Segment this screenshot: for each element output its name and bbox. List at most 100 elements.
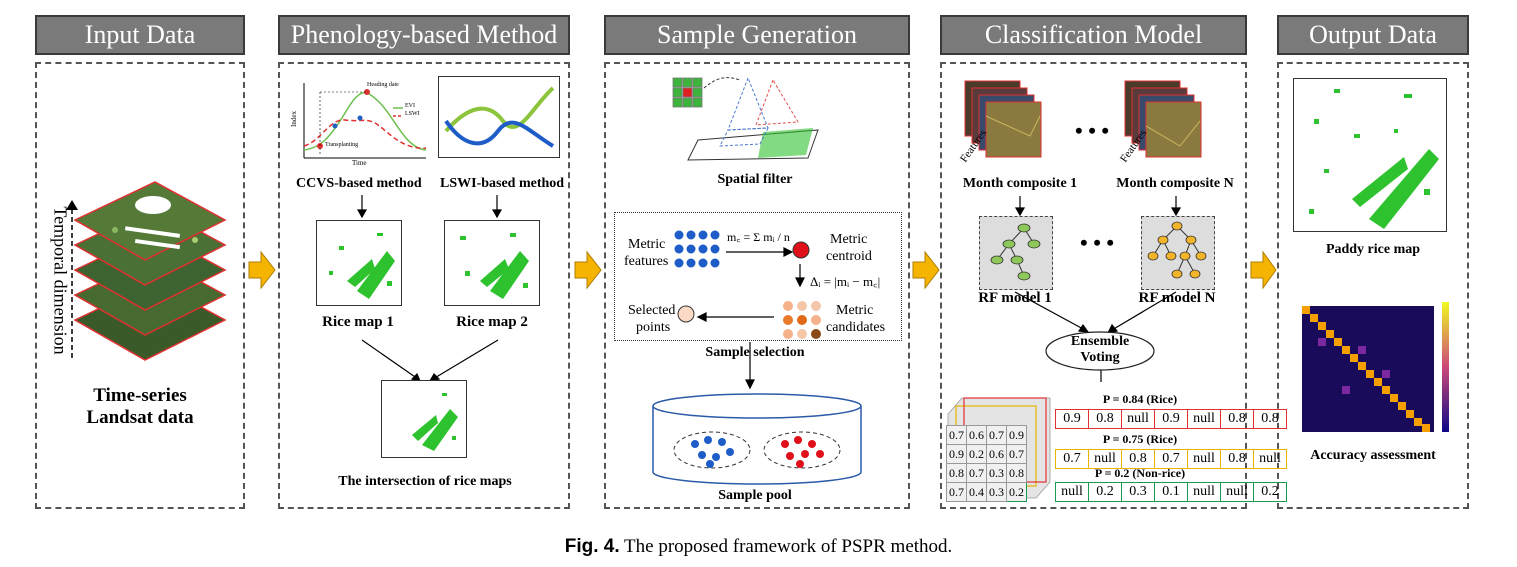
cube-cell: 0.7 [946,482,967,502]
sample-pool-graphic [652,393,862,485]
figure-caption: Fig. 4. The proposed framework of PSPR m… [0,536,1517,558]
cube-cell: 0.8 [946,463,967,483]
cube-cell: 0.8 [1006,463,1027,483]
panel-sample [604,62,910,509]
cube-cell: 0.7 [1006,444,1027,464]
sample-selection-box [614,212,902,341]
header-input-data: Input Data [35,15,245,55]
rf-model-1-box [979,216,1053,290]
legend-evi: EVI [405,103,415,109]
panel-classification [940,62,1247,509]
temporal-axis-arrow [66,200,78,358]
vote-cell: 0.7 [1154,449,1188,469]
spatial-filter-graphic [672,76,819,161]
lswi-method-label: LSWI-based method [440,176,565,191]
metric-centroid-label-2: centroid [826,249,872,264]
voting-label: Voting [1080,350,1120,365]
header-sample-generation: Sample Generation [604,15,910,55]
vote-cell: null [1088,449,1122,469]
rice-map-1 [316,220,402,306]
vote-cell: 0.2 [1088,482,1122,502]
sample-pool-label: Sample pool [718,488,792,503]
intersection-label: The intersection of rice maps [338,474,512,489]
header-output-data: Output Data [1277,15,1469,55]
ensemble-voting-ellipse [1045,331,1155,371]
cube-cell: 0.9 [1006,425,1027,445]
sample-selection-label: Sample selection [705,345,805,360]
vote-cell: 0.9 [1154,409,1188,429]
vote-cell: 0.8 [1220,409,1254,429]
chart-ylabel: Index [289,111,298,127]
landsat-data-label: Landsat data [86,407,194,428]
cube-cell: 0.6 [986,444,1007,464]
vote-cell: 0.8 [1220,449,1254,469]
intersection-map [381,380,467,458]
metric-features-label-2: features [624,254,669,269]
probability-cube-front: 0.7 0.6 0.7 0.9 0.9 0.2 0.6 0.7 0.8 0.7 … [946,425,1027,502]
vote-cell: 0.8 [1088,409,1122,429]
panel-phenology [278,62,570,509]
rice-map-1-label: Rice map 1 [322,314,394,330]
vote-cell: 0.2 [1253,482,1287,502]
paddy-rice-map-label: Paddy rice map [1325,242,1421,257]
month-composite-n-stack [1124,80,1202,158]
vote-cell: 0.3 [1121,482,1155,502]
metric-candidates-label-2: candidates [826,320,886,335]
rf-model-n-tree [1147,221,1207,279]
rf-model-n-label: RF model N [1138,290,1216,306]
time-series-label: Time-series [93,385,187,406]
vote-cell: null [1220,482,1254,502]
figure-number: Fig. 4. [564,536,620,557]
accuracy-confusion-matrix [1302,302,1449,432]
vote-cell: 0.9 [1055,409,1089,429]
vote-cell: 0.7 [1055,449,1089,469]
rf-ellipsis: • • • [1080,230,1115,255]
sample-arrows [696,247,805,390]
paddy-rice-map [1293,78,1447,232]
cube-cell: 0.2 [966,444,987,464]
selected-point-dot [677,305,695,323]
cube-cell: 0.6 [966,425,987,445]
p-nonrice-label: P = 0.2 (Non-rice) [1094,466,1186,480]
header-phenology: Phenology-based Method [278,15,570,55]
cube-cell: 0.9 [946,444,967,464]
landsat-stack [73,181,227,361]
rice-map-2 [444,220,540,306]
ccvs-method-label: CCVS-based method [296,176,422,191]
formula-delta: Δᵢ = |mᵢ − m꜀| [810,274,881,289]
row-rice-2: 0.7 null 0.8 0.7 null 0.8 null [1055,449,1287,469]
spatial-filter-label: Spatial filter [717,172,793,187]
row-rice-1: 0.9 0.8 null 0.9 null 0.8 0.8 [1055,409,1287,429]
vote-cell: null [1253,449,1287,469]
selected-points-label-1: Selected [628,303,676,318]
panel-output [1277,62,1469,509]
cube-cell: 0.7 [946,425,967,445]
month-composite-1-stack [964,80,1042,158]
panel-input [35,62,245,509]
month-composite-1-label: Month composite 1 [962,176,1078,191]
accuracy-assessment-label: Accuracy assessment [1310,448,1436,463]
classification-arrows [1014,196,1182,382]
heading-date-label: Heading date [367,82,399,88]
vote-cell: 0.1 [1154,482,1188,502]
rf-model-1-tree [990,223,1041,281]
metric-features-label-1: Metric [628,237,666,252]
p-rice-1-label: P = 0.84 (Rice) [1102,392,1178,406]
transplanting-label: Transplanting [325,142,359,148]
rf-model-1-label: RF model 1 [978,290,1052,306]
vote-cell: null [1121,409,1155,429]
chart-xlabel: Time [352,159,367,167]
formula-mean: m꜀ = Σ mᵢ / n [727,230,790,244]
selected-points-label-2: points [636,320,671,335]
cube-cell: 0.3 [986,463,1007,483]
arrow-sample-to-classification [912,250,940,290]
cube-cell: 0.7 [986,425,1007,445]
month-composite-n-label: Month composite N [1116,176,1234,191]
vote-cell: null [1055,482,1089,502]
cube-cell: 0.4 [966,482,987,502]
rice-map-2-label: Rice map 2 [456,314,528,330]
metric-centroid-dot [792,241,810,259]
figure-caption-text: The proposed framework of PSPR method. [624,536,953,557]
temporal-dimension-label: Temporal dimension [50,206,71,355]
metric-candidates-dots [783,301,821,339]
